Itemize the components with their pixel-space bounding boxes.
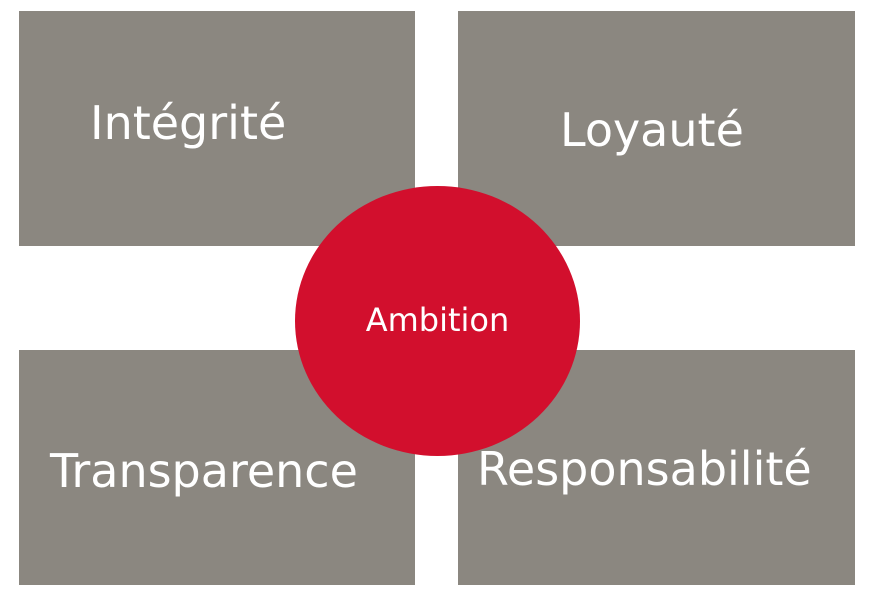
value-label-responsabilite: Responsabilité bbox=[477, 442, 812, 496]
value-label-transparence: Transparence bbox=[50, 444, 358, 498]
value-label-integrite: Intégrité bbox=[90, 96, 287, 150]
value-label-loyaute: Loyauté bbox=[560, 103, 744, 157]
center-circle-ambition: Ambition bbox=[295, 186, 580, 456]
value-box-loyaute: Loyauté bbox=[458, 11, 855, 246]
center-label: Ambition bbox=[365, 301, 510, 339]
value-box-integrite: Intégrité bbox=[19, 11, 415, 246]
value-box-transparence: Transparence bbox=[19, 350, 415, 585]
